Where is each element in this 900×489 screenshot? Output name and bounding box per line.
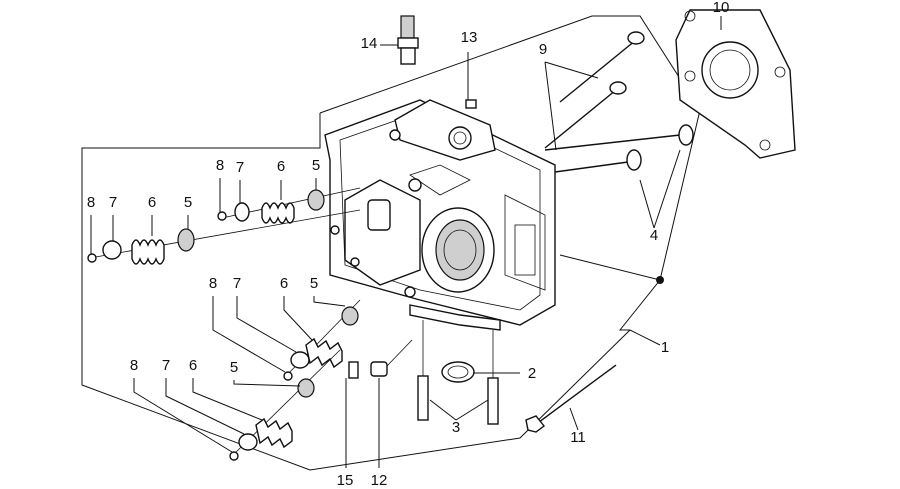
callout-13: 13: [461, 29, 478, 46]
callout-5: 5: [312, 157, 320, 174]
callout-5: 5: [230, 359, 238, 376]
callout-5: 5: [184, 194, 192, 211]
callout-5: 5: [310, 275, 318, 292]
valve-spring-set-bottom: [229, 349, 341, 461]
callout-2: 2: [528, 365, 536, 382]
part-1-reference-dot: [656, 276, 664, 284]
callout-7: 7: [233, 275, 241, 292]
part-10-head-gasket: [675, 9, 796, 159]
part-3-dowel-pins: [417, 320, 499, 425]
part-12-plug: [370, 339, 413, 468]
part-15-stud: [345, 361, 359, 468]
cylinder-head: [324, 99, 556, 331]
part-9-intake-valves: [544, 31, 645, 151]
callout-8: 8: [87, 194, 95, 211]
callout-7: 7: [236, 159, 244, 176]
callout-7: 7: [109, 194, 117, 211]
callout-8: 8: [130, 357, 138, 374]
spring-leader-lines: [90, 178, 346, 453]
callout-6: 6: [277, 158, 285, 175]
callout-11: 11: [570, 429, 586, 446]
valve-spring-set-middle: [283, 299, 361, 381]
callout-10: 10: [713, 0, 730, 16]
part-11-long-bolt: [525, 364, 617, 433]
callout-15: 15: [337, 472, 354, 489]
callout-6: 6: [280, 275, 288, 292]
part-14-temperature-sensor: [380, 15, 419, 65]
callout-1: 1: [661, 339, 669, 356]
callout-6: 6: [189, 357, 197, 374]
callout-9: 9: [539, 41, 547, 58]
part-2-o-ring: [441, 361, 520, 383]
valve-spring-set-top-left: [87, 209, 361, 265]
callout-12: 12: [371, 472, 388, 489]
callout-7: 7: [162, 357, 170, 374]
valve-spring-set-top-right: [217, 187, 361, 224]
callout-8: 8: [216, 157, 224, 174]
callout-14: 14: [361, 35, 378, 52]
callout-6: 6: [148, 194, 156, 211]
callout-4: 4: [650, 227, 658, 244]
callout-8: 8: [209, 275, 217, 292]
part-4-exhaust-valves: [544, 124, 694, 229]
callout-3: 3: [452, 419, 460, 436]
part-13-bolt: [465, 52, 477, 109]
